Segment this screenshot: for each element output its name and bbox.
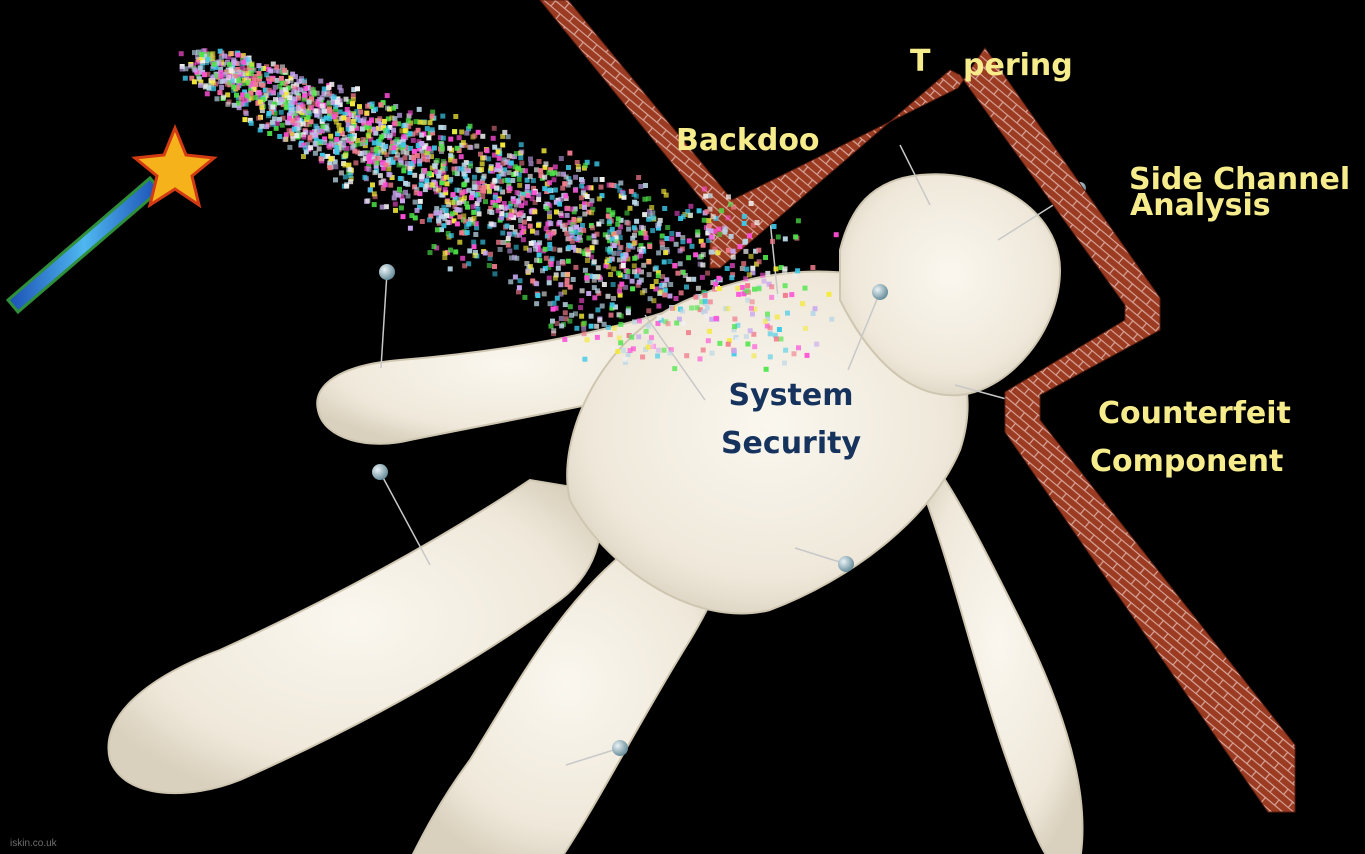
pin-icon — [872, 284, 888, 300]
pin-icon — [838, 556, 854, 572]
side-channel-label-line2: Analysis — [1130, 188, 1271, 224]
backdoor-label: Backdoo — [676, 123, 820, 159]
magic-wand-icon — [8, 128, 214, 312]
pin-icon — [372, 464, 388, 480]
system-security-label-line2: Security — [716, 426, 866, 462]
pin-icon — [379, 264, 395, 280]
pin-icon — [612, 740, 628, 756]
system-security-label-line1: System — [716, 378, 866, 414]
watermark: iskin.co.uk — [10, 838, 57, 849]
tampering-label: pering — [963, 48, 1073, 84]
counterfeit-label-line2: Component — [1090, 444, 1283, 480]
counterfeit-label-line1: Counterfeit — [1098, 396, 1291, 432]
tampering-label-prefix: T — [910, 44, 930, 80]
